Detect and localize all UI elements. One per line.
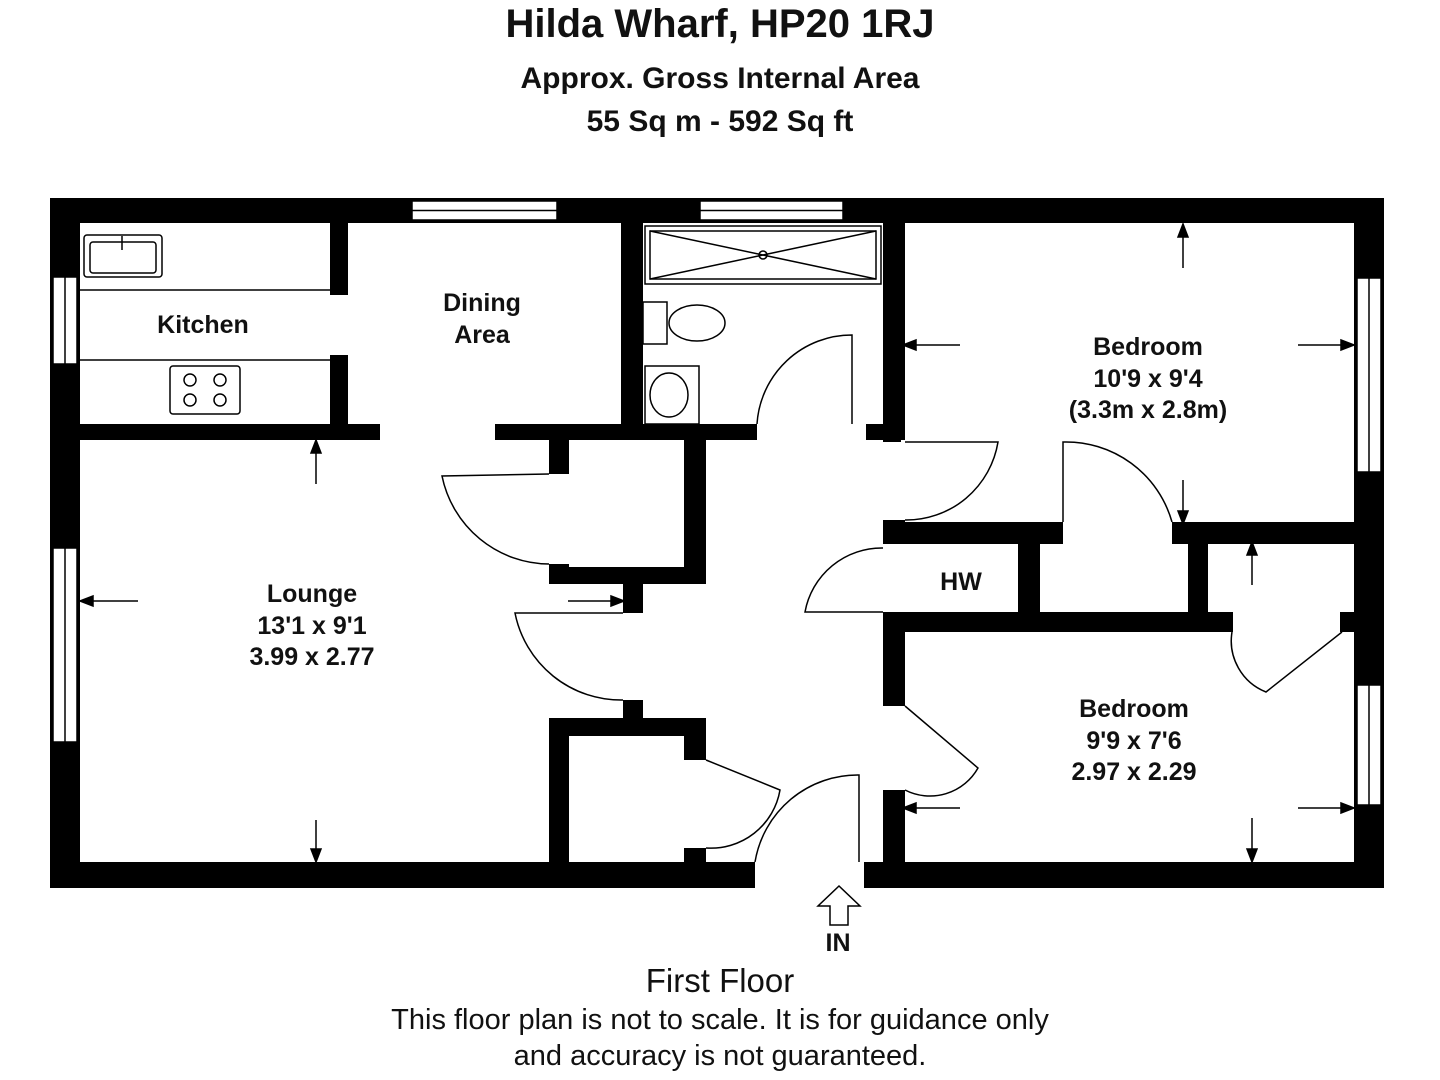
bed1-wall-stub xyxy=(883,438,901,442)
door-entrance xyxy=(754,774,860,863)
hob-ring xyxy=(213,393,227,407)
bathtub-drain xyxy=(758,250,768,260)
bed1-wall-bottom-left xyxy=(883,522,1063,544)
room-lounge-metric: 3.99 x 2.77 xyxy=(249,643,374,671)
room-lounge-imperial: 13'1 x 9'1 xyxy=(257,612,366,640)
doors xyxy=(441,334,1343,863)
bed2-wall-stub xyxy=(1340,612,1356,632)
hw-wall-bottom xyxy=(883,612,1233,632)
bed2-wall-left-lower xyxy=(883,790,905,864)
cupboard2-wall-left xyxy=(549,718,569,864)
cupboard2-wall-stub xyxy=(684,848,706,864)
door-cupboard2 xyxy=(705,759,781,849)
cupboard1-wall-right xyxy=(684,438,706,584)
floor-label: First Floor xyxy=(645,962,795,999)
room-bedroom2-imperial: 9'9 x 7'6 xyxy=(1086,727,1181,755)
kitchen-partition-lower xyxy=(330,355,348,440)
bathtub-inner xyxy=(649,230,877,280)
bathtub-line xyxy=(649,254,764,280)
bathroom-wall-left xyxy=(621,223,643,440)
room-dining-name-line2: Area xyxy=(454,321,511,349)
room-lounge-name: Lounge xyxy=(267,580,357,608)
room-bedroom2-name: Bedroom xyxy=(1079,695,1189,723)
cupboard2-wall-right xyxy=(684,718,706,760)
cupboard2-wall-top xyxy=(549,718,706,736)
kitchen-sink-basin xyxy=(89,241,157,274)
dimension-arrows xyxy=(77,221,1357,865)
door-bathroom xyxy=(756,334,853,425)
hob xyxy=(169,365,241,415)
room-bedroom1-name: Bedroom xyxy=(1093,333,1203,361)
room-bedroom2-metric: 2.97 x 2.29 xyxy=(1071,758,1196,786)
washbasin-bowl xyxy=(649,372,689,418)
fixtures xyxy=(80,225,882,425)
room-hw-name: HW xyxy=(940,568,982,596)
door-cupboard-bed2 xyxy=(1230,631,1343,693)
disclaimer-line1: This floor plan is not to scale. It is f… xyxy=(391,1004,1049,1036)
cupboard1-wall-bottom xyxy=(549,567,706,584)
toilet-cistern xyxy=(642,301,668,345)
bathtub-line xyxy=(762,230,877,256)
windows xyxy=(52,200,1382,806)
kitchen-lounge-wall xyxy=(80,424,380,440)
room-bedroom1-imperial: 10'9 x 9'4 xyxy=(1093,365,1202,393)
hall-stub-lower xyxy=(623,700,643,722)
door-hw xyxy=(804,547,884,613)
door-lounge xyxy=(514,612,624,701)
kitchen-sink xyxy=(83,234,163,278)
bathroom-wall-stub xyxy=(866,424,884,440)
hall-stub-upper xyxy=(623,583,643,613)
entrance-label: IN xyxy=(826,929,851,957)
washbasin xyxy=(644,365,700,425)
kitchen-partition-upper xyxy=(330,223,348,295)
entrance-arrow-icon xyxy=(816,884,862,926)
outer-wall-bottom-right xyxy=(864,862,1384,888)
plan-title: Hilda Wharf, HP20 1RJ xyxy=(505,2,935,46)
airing-cupboard-wall-right xyxy=(1188,540,1208,618)
door-airing-cupboard xyxy=(1062,441,1173,523)
outer-wall-bottom-left xyxy=(50,862,755,888)
hob-ring xyxy=(183,373,197,387)
bathroom-wall-right xyxy=(883,223,905,440)
disclaimer-line2: and accuracy is not guaranteed. xyxy=(513,1040,927,1072)
hw-wall-right xyxy=(1018,540,1040,618)
bathtub-line xyxy=(649,230,764,256)
door-cupboard1 xyxy=(441,473,550,565)
room-bedroom1-metric: (3.3m x 2.8m) xyxy=(1069,396,1227,424)
hob-ring xyxy=(213,373,227,387)
room-dining-name-line1: Dining xyxy=(443,289,521,317)
door-bedroom2 xyxy=(904,705,979,797)
room-kitchen-name: Kitchen xyxy=(157,311,249,339)
toilet-bowl xyxy=(668,304,726,342)
bathtub xyxy=(644,225,882,285)
bed1-wall-bottom-right xyxy=(1172,522,1372,544)
bathtub-line xyxy=(762,254,877,280)
bed2-wall-left-upper xyxy=(883,612,905,706)
door-bedroom1 xyxy=(904,441,999,521)
area-value: 55 Sq m - 592 Sq ft xyxy=(586,105,854,138)
hob-ring xyxy=(183,393,197,407)
cupboard1-wall-a xyxy=(549,438,569,474)
area-label: Approx. Gross Internal Area xyxy=(520,62,920,95)
